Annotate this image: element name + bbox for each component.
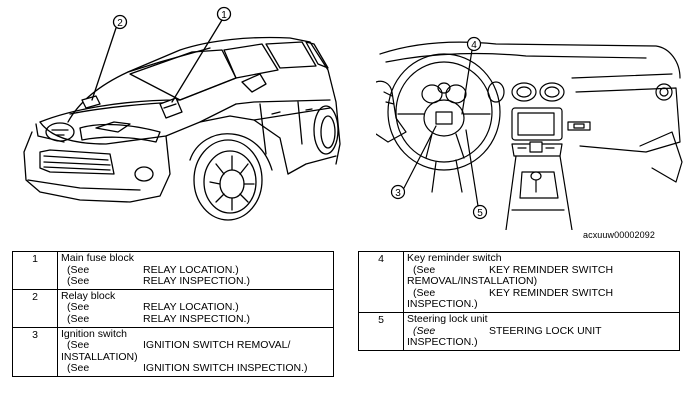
reference-link[interactable]: KEY REMINDER SWITCH bbox=[489, 286, 614, 299]
callout-2: 2 bbox=[117, 18, 123, 29]
table-row: 5 Steering lock unit (See STEERING LOCK U… bbox=[358, 311, 680, 351]
component-name: Main fuse block bbox=[61, 252, 134, 264]
reference-link[interactable]: RELAY INSPECTION.) bbox=[143, 312, 250, 325]
see-label: (See bbox=[413, 324, 436, 337]
reference-link[interactable]: RELAY LOCATION.) bbox=[143, 263, 239, 276]
reference-link-cont[interactable]: INSPECTION.) bbox=[407, 336, 478, 349]
component-name: Steering lock unit bbox=[407, 312, 488, 325]
reference-link[interactable]: RELAY LOCATION.) bbox=[143, 301, 239, 314]
row-content: Ignition switch (See IGNITION SWITCH REMO… bbox=[57, 326, 334, 377]
dashboard-illustration: 4 3 5 bbox=[376, 36, 683, 230]
reference-link-cont[interactable]: INSTALLATION) bbox=[61, 350, 138, 363]
row-number: 5 bbox=[358, 311, 404, 351]
component-name: Relay block bbox=[61, 289, 116, 302]
component-name: Key reminder switch bbox=[407, 252, 502, 264]
callout-5: 5 bbox=[477, 208, 483, 219]
row-content: Steering lock unit (See STEERING LOCK UNI… bbox=[403, 311, 680, 351]
callout-1: 1 bbox=[221, 10, 227, 21]
see-label: (See bbox=[67, 275, 90, 288]
table-row: 1 Main fuse block (See RELAY LOCATION.) (… bbox=[12, 251, 334, 290]
row-content: Main fuse block (See RELAY LOCATION.) (Se… bbox=[57, 251, 334, 290]
see-label: (See bbox=[67, 339, 90, 352]
callout-3: 3 bbox=[395, 188, 401, 199]
see-label: (See bbox=[413, 263, 436, 276]
reference-link[interactable]: RELAY INSPECTION.) bbox=[143, 275, 250, 288]
vehicle-illustration: 2 1 bbox=[23, 6, 341, 221]
component-name: Ignition switch bbox=[61, 327, 127, 340]
row-number: 2 bbox=[12, 288, 58, 328]
see-label: (See bbox=[67, 312, 90, 325]
reference-link[interactable]: STEERING LOCK UNIT bbox=[489, 324, 602, 337]
see-label: (See bbox=[67, 362, 90, 375]
table-row: 3 Ignition switch (See IGNITION SWITCH RE… bbox=[12, 326, 334, 377]
row-number: 3 bbox=[12, 326, 58, 377]
row-number: 1 bbox=[12, 251, 58, 290]
reference-link-cont[interactable]: REMOVAL/INSTALLATION) bbox=[407, 275, 538, 288]
see-label: (See bbox=[413, 286, 436, 299]
row-number: 4 bbox=[358, 251, 404, 313]
reference-link[interactable]: KEY REMINDER SWITCH bbox=[489, 263, 614, 276]
reference-link-cont[interactable]: INSPECTION.) bbox=[407, 298, 478, 311]
callout-4: 4 bbox=[471, 40, 477, 51]
figure-id: acxuuw00002092 bbox=[583, 230, 655, 240]
reference-link[interactable]: IGNITION SWITCH INSPECTION.) bbox=[143, 362, 308, 375]
see-label: (See bbox=[67, 301, 90, 314]
reference-link[interactable]: IGNITION SWITCH REMOVAL/ bbox=[143, 339, 291, 352]
see-label: (See bbox=[67, 263, 90, 276]
